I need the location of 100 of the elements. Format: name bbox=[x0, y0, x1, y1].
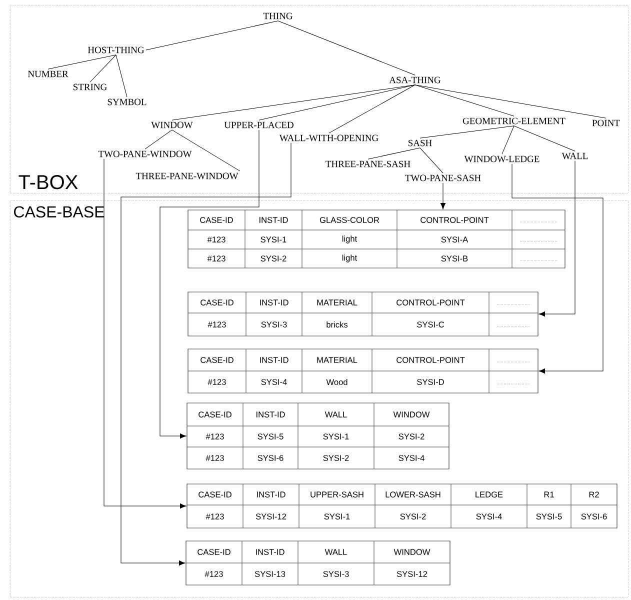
tree-line bbox=[328, 84, 416, 134]
table-cell-text: LEDGE bbox=[476, 492, 503, 498]
table-cell-text: SYSI-4 bbox=[476, 514, 502, 520]
table-cell-text: SYSI-4 bbox=[261, 379, 287, 385]
table-cell-text: INST-ID bbox=[260, 217, 288, 223]
table-cell-text: INST-ID bbox=[257, 492, 286, 498]
table-cell-text: INST-ID bbox=[256, 412, 285, 418]
connector-arrow bbox=[160, 130, 260, 439]
tree-line bbox=[514, 126, 576, 152]
table-cell-text: SYSI-2 bbox=[260, 256, 286, 262]
connector-arrow bbox=[512, 164, 604, 374]
table-cell-text: #123 bbox=[208, 322, 226, 328]
data-table bbox=[186, 484, 618, 528]
tree-line bbox=[414, 84, 606, 118]
concept-label: HOST-THING bbox=[88, 46, 144, 54]
concept-label: GEOMETRIC-ELEMENT bbox=[462, 118, 566, 124]
table-cell-text: INST-ID bbox=[260, 300, 288, 306]
table-cell-text: SYSI-12 bbox=[396, 571, 428, 577]
table-cell-text: INST-ID bbox=[260, 357, 288, 363]
table-cell-text: WALL bbox=[324, 549, 347, 555]
tree-line bbox=[278, 20, 416, 76]
concept-label: WALL bbox=[562, 152, 588, 160]
table-cell-text: SYSI-1 bbox=[323, 434, 349, 440]
table-cell-text: light bbox=[342, 254, 358, 262]
table-cell-text: WINDOW bbox=[393, 412, 430, 418]
data-table bbox=[186, 540, 450, 586]
concept-label: WINDOW bbox=[151, 122, 193, 128]
tree-line bbox=[90, 54, 116, 82]
data-table bbox=[188, 348, 538, 394]
tree-line bbox=[368, 148, 420, 160]
table-cell-text: CASE-ID bbox=[200, 300, 234, 306]
tree-line bbox=[420, 126, 514, 138]
tree-line bbox=[116, 54, 128, 98]
table-cell-text: SYSI-6 bbox=[258, 455, 284, 461]
tree-line bbox=[146, 20, 278, 50]
table-cell-text: CONTROL-POINT bbox=[396, 357, 465, 363]
table-cell-text: R2 bbox=[589, 492, 599, 498]
table-cell-text: UPPER-SASH bbox=[310, 492, 364, 498]
data-table bbox=[188, 210, 566, 268]
tree-line bbox=[258, 84, 416, 120]
table-cell-text: CASE-ID bbox=[198, 412, 232, 418]
concept-label: POINT bbox=[592, 120, 620, 126]
connector-arrow bbox=[440, 182, 446, 210]
table-cell-text: #123 bbox=[207, 236, 226, 242]
concept-label: SASH bbox=[408, 140, 432, 146]
table-cell-text: #123 bbox=[206, 514, 224, 520]
table-cell-text: R1 bbox=[544, 492, 554, 498]
table-cell-text: #123 bbox=[204, 571, 223, 577]
table-cell-text: SYSI-1 bbox=[324, 514, 350, 520]
table-cell-text: SYSI-2 bbox=[400, 514, 426, 520]
table-cell-text: #123 bbox=[206, 434, 224, 440]
table-cell-text: SYSI-C bbox=[417, 322, 444, 328]
table-cell-text: SYSI-3 bbox=[261, 322, 287, 328]
table-cell-text: CONTROL-POINT bbox=[420, 217, 489, 223]
concept-label: WINDOW-LEDGE bbox=[464, 156, 540, 162]
concept-label: TWO-PANE-WINDOW bbox=[98, 150, 192, 158]
table-cell-text: SYSI-1 bbox=[260, 236, 286, 242]
concept-label: TWO-PANE-SASH bbox=[405, 174, 481, 182]
table-cell-text: SYSI-B bbox=[441, 256, 468, 262]
table-cell-text: CASE-ID bbox=[198, 549, 230, 555]
table-cell-text: CASE-ID bbox=[200, 217, 233, 223]
concept-label: UPPER-PLACED bbox=[224, 122, 294, 128]
tree-line bbox=[172, 84, 416, 120]
data-table bbox=[186, 402, 450, 470]
table-cell-text: light bbox=[342, 236, 358, 244]
concept-label: ASA-THING bbox=[389, 76, 441, 84]
table-cell-text: #123 bbox=[207, 256, 226, 262]
data-table bbox=[188, 292, 538, 336]
table-cell-text: SYSI-4 bbox=[398, 455, 424, 461]
table-cell-text: GLASS-COLOR bbox=[320, 217, 380, 223]
tree-line bbox=[420, 148, 444, 174]
table-cell-text: LOWER-SASH bbox=[386, 492, 440, 498]
connector-arrow bbox=[120, 142, 292, 566]
tree-line bbox=[502, 126, 514, 154]
table-cell-text: SYSI-13 bbox=[254, 571, 286, 577]
connector-arrow bbox=[104, 158, 186, 509]
table-cell-text: SYSI-6 bbox=[581, 514, 607, 520]
concept-label: THREE-PANE-SASH bbox=[326, 160, 410, 168]
tree-line bbox=[414, 84, 514, 116]
table-cell-text: #123 bbox=[208, 379, 226, 385]
table-cell-text: SYSI-2 bbox=[398, 434, 424, 440]
table-cell-text: SYSI-2 bbox=[323, 455, 349, 461]
table-cell-text: SYSI-D bbox=[417, 379, 444, 385]
table-cell-text: CONTROL-POINT bbox=[396, 300, 465, 306]
tree-line bbox=[48, 54, 116, 70]
concept-label: THING bbox=[263, 12, 292, 20]
table-cell-text: WALL bbox=[324, 412, 347, 418]
concept-label: NUMBER bbox=[28, 70, 68, 78]
table-cell-text: SYSI-A bbox=[441, 236, 468, 242]
tree-line bbox=[144, 130, 172, 150]
table-cell-text: SYSI-3 bbox=[323, 571, 349, 577]
table-cell-text: #123 bbox=[206, 455, 224, 461]
concept-label: WALL-WITH-OPENING bbox=[279, 134, 378, 142]
tree-line bbox=[172, 130, 240, 172]
table-cell-text: Wood bbox=[326, 378, 348, 386]
concept-label: THREE-PANE-WINDOW bbox=[136, 172, 238, 180]
table-cell-text: CASE-ID bbox=[200, 357, 234, 363]
table-cell-text: MATERIAL bbox=[317, 300, 358, 306]
table-cell-text: WINDOW bbox=[394, 549, 430, 555]
concept-label: SYMBOL bbox=[108, 98, 146, 106]
